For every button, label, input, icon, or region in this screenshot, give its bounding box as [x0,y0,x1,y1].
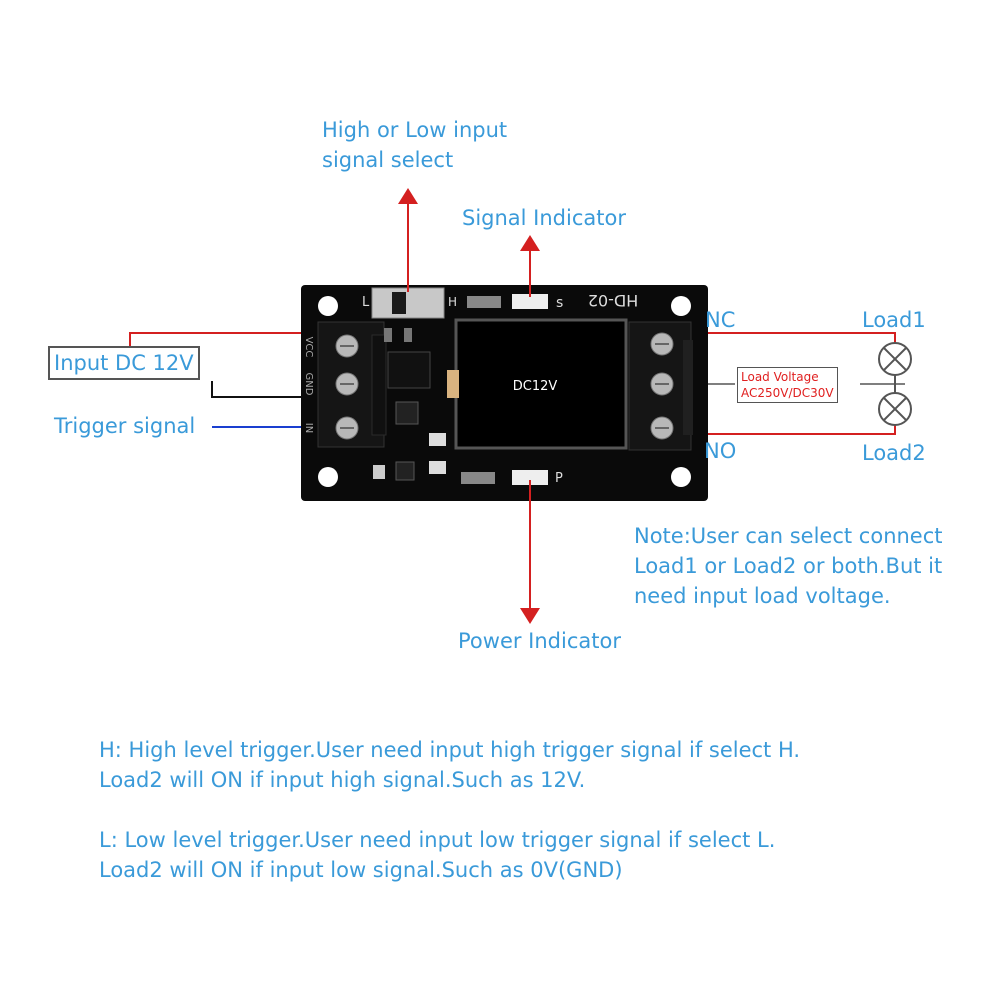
silk-l: L [362,295,370,310]
mount-hole [318,467,338,487]
relay-board: L H s HD-02 P DC12V VCC GND IN [301,285,708,501]
nc-label: NC [705,308,736,332]
silk-p: P [555,471,563,486]
signal-indicator-label: Signal Indicator [462,206,626,230]
resistor-power [461,472,495,484]
mount-hole [671,296,691,316]
load-voltage-box: Load Voltage AC250V/DC30V [737,367,838,403]
load-voltage-value: AC250V/DC30V [741,386,834,400]
mount-hole [671,467,691,487]
desc-h-line2: Load2 will ON if input high signal.Such … [99,768,586,792]
load1-label: Load1 [862,308,926,332]
ic-chip [387,351,431,389]
power-led [512,470,548,485]
switch-select-label-line1: High or Low input [322,118,508,142]
signal-led [512,294,548,309]
load2-label: Load2 [862,441,926,465]
power-indicator-label: Power Indicator [458,629,621,653]
desc-l-line2: Load2 will ON if input low signal.Such a… [99,858,623,882]
no-label: NO [704,439,737,463]
pin-gnd: GND [303,373,314,396]
silk-h: H [448,295,457,309]
pin-in: IN [303,423,314,433]
mount-hole [318,296,338,316]
diode [395,461,415,481]
slide-switch [371,287,445,319]
trigger-signal-label: Trigger signal [54,414,196,438]
board-model: HD-02 [588,291,638,310]
relay-text: DC12V [513,379,558,394]
silk-s: s [556,295,563,311]
note-line2: Load1 or Load2 or both.But it [634,554,943,578]
desc-l-line1: L: Low level trigger.User need input low… [99,828,776,852]
lamp-load1 [878,342,912,376]
switch-select-label-line2: signal select [322,148,454,172]
pin-vcc: VCC [303,337,314,358]
note-line1: Note:User can select connect [634,524,943,548]
lamp-load2 [878,392,912,426]
note-line3: need input load voltage. [634,584,891,608]
resistor-signal [467,296,501,308]
desc-h-line1: H: High level trigger.User need input hi… [99,738,801,762]
relay [454,318,628,450]
load-voltage-title: Load Voltage [741,370,819,384]
input-dc-label: Input DC 12V [48,346,200,380]
transistor [395,401,419,425]
